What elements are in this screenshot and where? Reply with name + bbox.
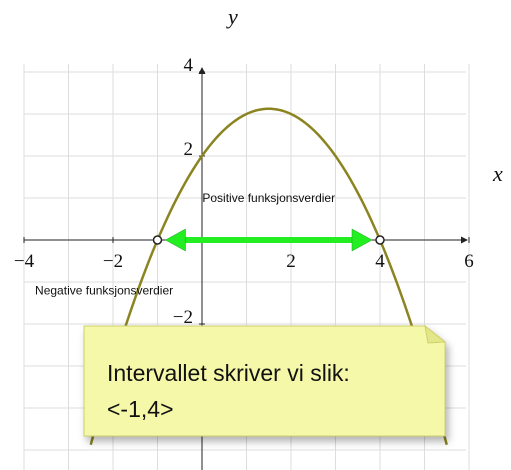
callout-line-2: <-1,4> bbox=[107, 396, 174, 422]
root-marker bbox=[375, 235, 385, 245]
callout-note bbox=[83, 325, 446, 437]
interval-arrowhead-right bbox=[351, 228, 373, 252]
negative-values-annotation: Negative funksjonsverdier bbox=[35, 284, 173, 298]
interval-arrow bbox=[164, 228, 373, 252]
root-markers bbox=[152, 235, 385, 245]
x-axis-arrow bbox=[461, 236, 468, 244]
x-tick-label: 6 bbox=[464, 251, 474, 272]
y-tick-label: 2 bbox=[184, 139, 194, 160]
curve-layer bbox=[89, 107, 448, 446]
parabola-curve bbox=[89, 107, 448, 446]
positive-values-annotation: Positive funksjonsverdier bbox=[202, 191, 335, 205]
x-tick-label: −4 bbox=[14, 251, 35, 272]
interval-arrowhead-left bbox=[164, 228, 186, 252]
x-tick-label: 4 bbox=[375, 251, 385, 272]
x-axis-label: x bbox=[492, 161, 503, 186]
callout-text: Intervallet skriver vi slik: <-1,4> bbox=[107, 355, 427, 427]
y-tick-label: 4 bbox=[184, 55, 194, 76]
y-axis-label: y bbox=[226, 4, 238, 29]
callout-fold bbox=[424, 324, 447, 344]
tick-labels: −4 −2 2 4 6 4 2 −2 bbox=[14, 55, 474, 328]
callout-line-1: Intervallet skriver vi slik: bbox=[107, 360, 350, 386]
x-tick-label: 2 bbox=[286, 251, 296, 272]
root-marker bbox=[152, 235, 163, 245]
y-tick-label: −2 bbox=[173, 307, 193, 328]
x-tick-label: −2 bbox=[103, 251, 123, 272]
